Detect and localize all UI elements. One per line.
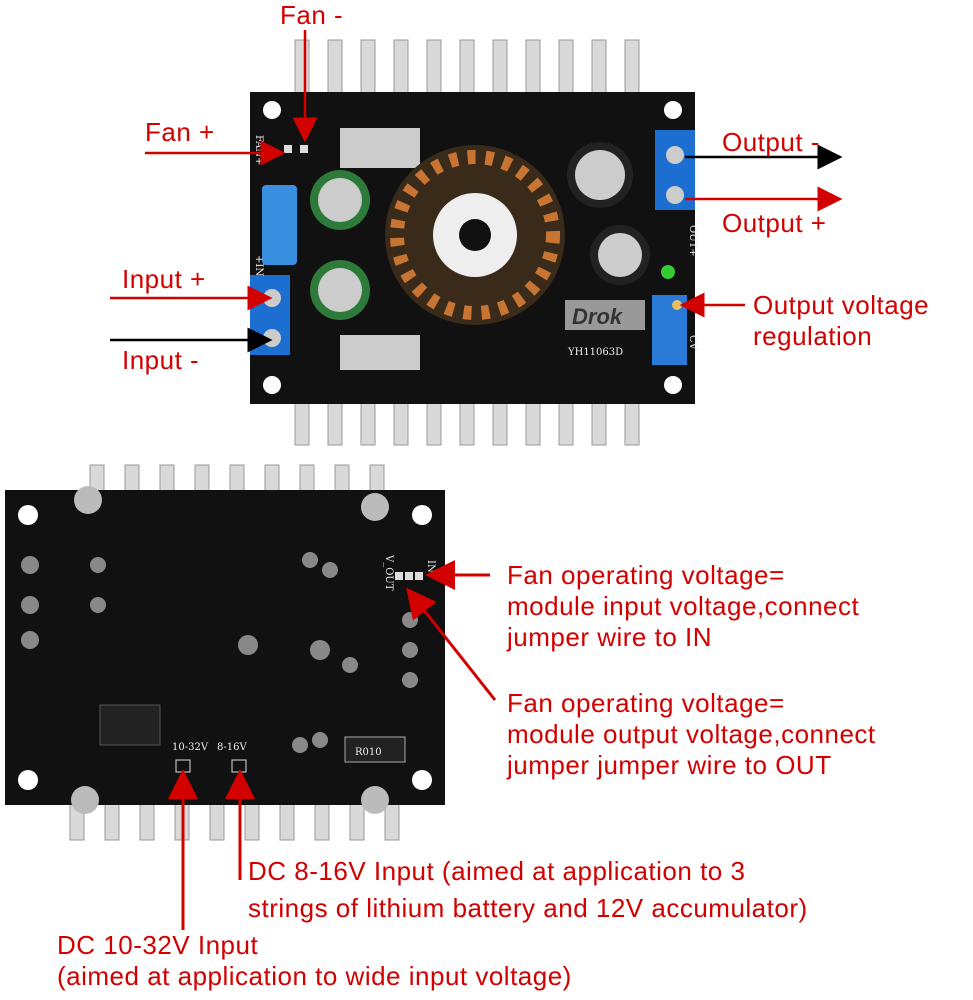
mark-cv: CV bbox=[687, 335, 698, 351]
label-dc-8-16v: DC 8-16V Input (aimed at application to … bbox=[248, 856, 808, 923]
label-output-plus: Output + bbox=[722, 208, 827, 238]
label-fan-out: Fan operating voltage=module output volt… bbox=[507, 688, 876, 780]
bottom-board: V_OUT IN R010 10-32V 8-16V bbox=[5, 464, 445, 841]
label-output-minus: Output - bbox=[722, 127, 820, 157]
model-mark: YH11063D bbox=[567, 347, 623, 358]
mark-in-plus: +IN bbox=[253, 255, 264, 276]
label-fan-minus: Fan - bbox=[280, 0, 344, 30]
brand-logo: Drok bbox=[572, 304, 624, 329]
label-dc-10-32v: DC 10-32V Input(aimed at application to … bbox=[57, 930, 572, 991]
mark-in: IN bbox=[425, 560, 436, 573]
drok-logo-plate bbox=[565, 300, 645, 330]
resistor-mark: R010 bbox=[355, 747, 382, 758]
mark-10-32v: 10-32V bbox=[172, 742, 209, 753]
mark-out-plus: OUT+ bbox=[687, 225, 698, 257]
fuse bbox=[262, 185, 297, 265]
mark-fan-plus: FAN+ bbox=[253, 135, 264, 165]
label-fan-in: Fan operating voltage=module input volta… bbox=[507, 560, 860, 652]
label-fan-plus: Fan + bbox=[145, 117, 215, 147]
label-input-plus: Input + bbox=[122, 264, 206, 294]
label-input-minus: Input - bbox=[122, 345, 200, 375]
annotation-arrows bbox=[110, 30, 843, 930]
mark-8-16v: 8-16V bbox=[217, 742, 247, 753]
top-board: Drok YH11063D FAN+ +IN OUT+ CV bbox=[250, 39, 698, 446]
mark-v-out: V_OUT bbox=[383, 554, 394, 591]
